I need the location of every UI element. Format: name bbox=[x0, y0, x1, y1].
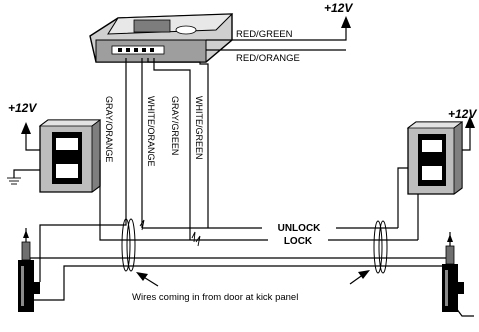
label-red-green: RED/GREEN bbox=[236, 29, 293, 40]
label-white-orange: WHITE/ORANGE bbox=[146, 96, 156, 167]
label-gray-green: GRAY/GREEN bbox=[170, 96, 180, 155]
wire-gray-green bbox=[153, 58, 191, 240]
label-gray-orange: GRAY/ORANGE bbox=[104, 96, 114, 162]
label-lock: LOCK bbox=[284, 236, 313, 247]
caption-kick-panel: Wires coming in from door at kick panel bbox=[132, 292, 298, 303]
relay-right-power-lead bbox=[462, 126, 471, 151]
label-white-green: WHITE/GREEN bbox=[194, 96, 204, 160]
wire-red-green bbox=[206, 26, 347, 41]
actuator-right bbox=[442, 232, 464, 312]
unlock-to-right-relay bbox=[397, 167, 408, 228]
arrow-12v-right bbox=[465, 116, 475, 128]
lock-label-bg bbox=[268, 234, 328, 246]
wire-gray-orange bbox=[39, 58, 127, 282]
label-red-orange: RED/ORANGE bbox=[236, 53, 300, 64]
label-12v-left: +12V bbox=[8, 101, 37, 115]
relay-left-ground-lead bbox=[13, 169, 40, 178]
unlock-label-bg bbox=[262, 221, 336, 233]
relay-left bbox=[38, 119, 102, 193]
arrow-left-head bbox=[136, 272, 148, 281]
harness-loop-left bbox=[121, 218, 136, 272]
relay-left-output bbox=[99, 160, 190, 241]
actuator-left bbox=[18, 228, 40, 312]
ground-symbol bbox=[7, 177, 21, 185]
control-module bbox=[89, 13, 234, 63]
label-12v-top: +12V bbox=[324, 1, 353, 15]
arrow-12v-left bbox=[21, 122, 31, 134]
relay-right bbox=[406, 121, 464, 195]
wire-white-green bbox=[147, 58, 209, 228]
harness-loop-right bbox=[373, 220, 388, 274]
label-12v-right: +12V bbox=[448, 107, 477, 121]
door-wire-right-bottom bbox=[455, 307, 474, 317]
arrow-12v-top bbox=[341, 16, 351, 28]
relay-left-power-lead bbox=[25, 132, 40, 151]
label-unlock: UNLOCK bbox=[278, 223, 322, 234]
splice-marks bbox=[139, 219, 201, 247]
arrow-right-head bbox=[358, 270, 370, 279]
